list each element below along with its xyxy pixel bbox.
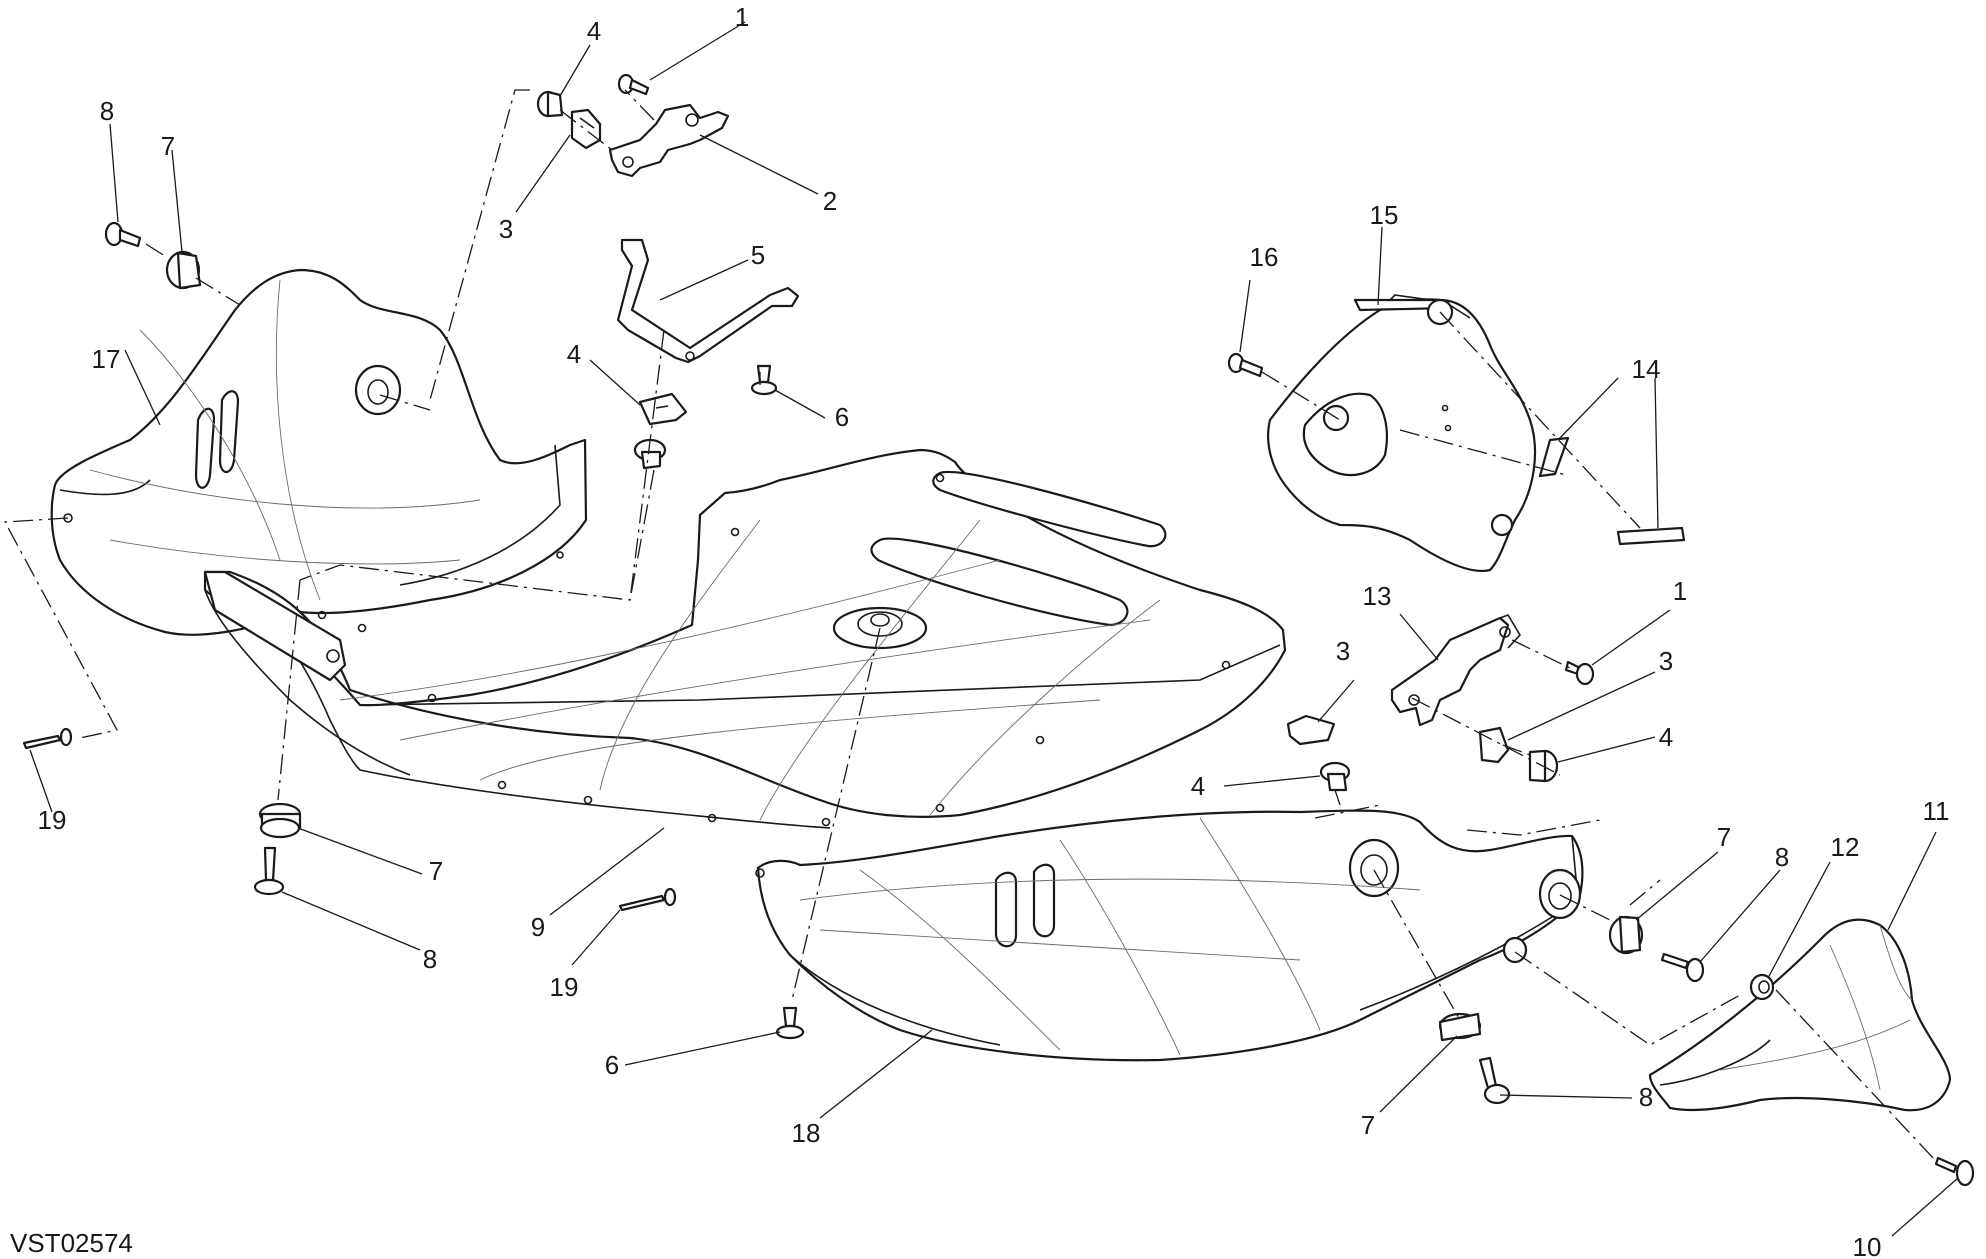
clip-3-top — [570, 108, 602, 150]
screw-8-right-lower — [1478, 1056, 1511, 1105]
callout-6: 6 — [605, 1050, 619, 1080]
clip-3-center — [1286, 714, 1336, 746]
callout-3: 3 — [1336, 636, 1350, 666]
grommet-7-top-left — [165, 250, 202, 290]
callout-13: 13 — [1363, 581, 1392, 611]
screw-8-top-left — [104, 221, 142, 248]
callout-19: 19 — [550, 972, 579, 1002]
callout-7: 7 — [429, 856, 443, 886]
callout-11: 11 — [1923, 796, 1950, 826]
grommet-7-right-lower — [1438, 1012, 1482, 1042]
callout-17: 17 — [92, 344, 121, 374]
bushing-4-top — [536, 90, 564, 118]
callout-2: 2 — [823, 186, 837, 216]
callout-1: 1 — [735, 2, 749, 32]
callout-15: 15 — [1370, 200, 1399, 230]
callout-4: 4 — [1191, 771, 1205, 801]
callout-3: 3 — [1659, 646, 1673, 676]
callout-16: 16 — [1250, 242, 1279, 272]
hardware — [22, 73, 1975, 1187]
callout-19: 19 — [38, 805, 67, 835]
bracket-5 — [616, 238, 800, 364]
callout-18: 18 — [792, 1118, 821, 1148]
grommet-7-left-lower — [258, 802, 302, 839]
bushing-4-right — [1528, 749, 1559, 783]
rivet-19-center — [618, 887, 677, 912]
leader-lines — [29, 21, 1959, 1237]
clip-4-middle — [638, 392, 688, 426]
bracket-13 — [1390, 614, 1521, 727]
callout-8: 8 — [1639, 1082, 1653, 1112]
callout-3: 3 — [499, 214, 513, 244]
lower-cover-11 — [1648, 918, 1952, 1112]
callout-7: 7 — [1361, 1110, 1375, 1140]
drawing-code: VST02574 — [10, 1228, 133, 1258]
screw-8-left-lower — [253, 846, 285, 896]
callout-4: 4 — [587, 16, 601, 46]
screw-6-lower — [775, 1006, 805, 1040]
bushing-4-middle — [633, 438, 667, 470]
callout-8: 8 — [1775, 842, 1789, 872]
rivet-19-left — [22, 727, 73, 750]
callout-12: 12 — [1831, 832, 1860, 862]
screw-1-top — [617, 73, 650, 96]
skid-plate-9 — [203, 448, 1287, 829]
screw-6-middle — [750, 364, 778, 396]
callout-7: 7 — [161, 131, 175, 161]
adhesive-pads-14 — [1538, 436, 1686, 546]
callout-1: 1 — [1673, 576, 1687, 606]
callout-4: 4 — [1659, 722, 1673, 752]
assembly-lines — [3, 89, 1936, 1161]
callout-10: 10 — [1853, 1232, 1882, 1259]
callout-5: 5 — [751, 240, 765, 270]
callout-6: 6 — [835, 402, 849, 432]
screw-10 — [1934, 1156, 1975, 1187]
callout-8: 8 — [423, 944, 437, 974]
callout-7: 7 — [1717, 822, 1731, 852]
callout-14: 14 — [1632, 354, 1661, 384]
left-heat-shield-17 — [50, 268, 588, 636]
side-cover-15 — [1267, 294, 1537, 573]
callout-9: 9 — [531, 912, 545, 942]
callout-8: 8 — [100, 96, 114, 126]
screw-1-right — [1564, 660, 1595, 686]
callout-labels: 1 4 2 3 8 7 5 4 6 17 19 7 8 9 19 6 18 7 … — [38, 2, 1950, 1259]
screw-16 — [1227, 352, 1264, 378]
bracket-2 — [608, 103, 730, 178]
bushing-4-center — [1319, 761, 1351, 792]
screw-8-right-top — [1660, 952, 1705, 983]
grommet-7-right-top — [1608, 915, 1644, 955]
washer-12 — [1749, 973, 1775, 1001]
callout-4: 4 — [567, 339, 581, 369]
